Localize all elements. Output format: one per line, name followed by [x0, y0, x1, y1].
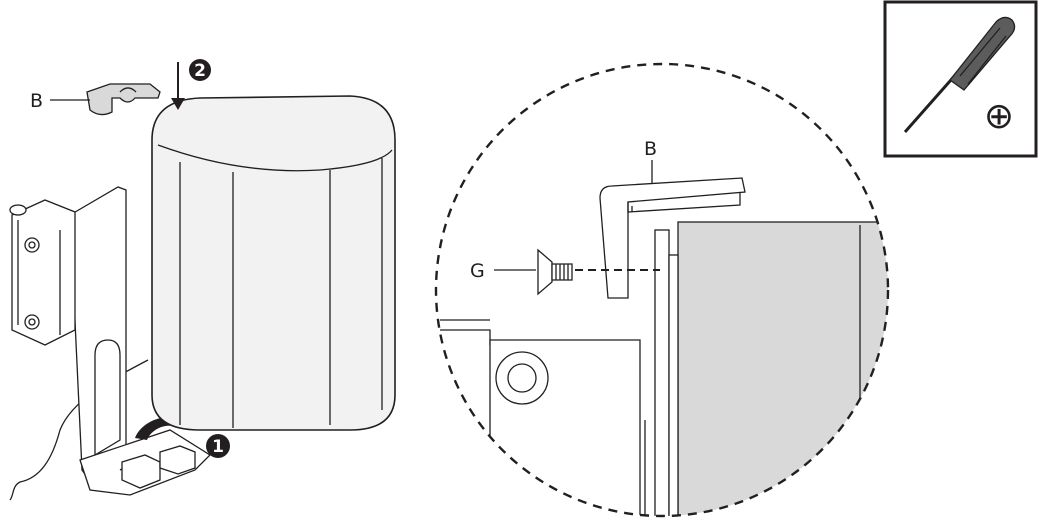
speaker-stand [9, 186, 212, 501]
speaker-body [151, 95, 396, 431]
screw-part-g [537, 248, 573, 296]
label-part-g: G [470, 260, 485, 282]
step-1-badge: 1 [206, 434, 230, 458]
label-part-b-detail: B [644, 138, 657, 160]
phillips-head-icon: ⊕ [984, 96, 1014, 137]
label-part-b-left: B [30, 90, 43, 112]
step-2-badge: 2 [189, 59, 211, 81]
down-arrow-icon [171, 62, 185, 110]
phillips-screwdriver-icon [903, 16, 1016, 133]
svg-text:2: 2 [194, 61, 206, 81]
detail-view [440, 221, 888, 516]
tool-box: ⊕ [883, 0, 1038, 158]
clip-part-b [86, 83, 161, 116]
svg-text:1: 1 [212, 437, 224, 457]
detail-circle-outline [434, 62, 890, 518]
clip-part-b-detail [599, 177, 746, 299]
